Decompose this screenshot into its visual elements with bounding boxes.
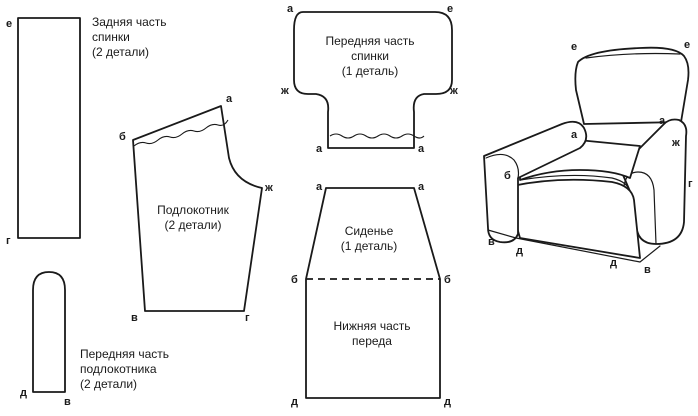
point-b-seat-right: б <box>444 274 451 286</box>
armrest-front-piece: д в Передняя часть подлокотника (2 детал… <box>20 271 169 408</box>
armrest-outline <box>132 105 263 312</box>
point-b-seat-left: б <box>291 274 298 286</box>
point-g-back-outer: г <box>6 235 11 247</box>
point-g-chair: г <box>688 178 693 190</box>
chair-left-arm-front <box>485 153 520 179</box>
armrest-front-label-3: (2 детали) <box>80 377 137 391</box>
front-back-label-3: (1 деталь) <box>342 64 399 78</box>
front-back-label-1: Передняя часть <box>325 34 414 48</box>
front-back-piece: а е ж ж а а Передняя часть спинки (1 дет… <box>280 3 458 155</box>
point-zh-armrest: ж <box>264 182 273 194</box>
back-outer-label-2: спинки <box>92 30 130 44</box>
chair-back <box>574 46 690 125</box>
chair-back-top-seam <box>585 52 681 59</box>
point-d-armrest-front: д <box>20 387 27 399</box>
point-e-chair-right: е <box>684 39 690 51</box>
point-v-chair-right: в <box>644 264 651 276</box>
armrest-piece: а б ж в г Подлокотник (2 детали) <box>119 93 273 324</box>
point-e-back-outer: е <box>6 18 12 30</box>
seat-and-front-piece: а а б б д д Сиденье (1 деталь) Нижняя ча… <box>291 181 451 408</box>
back-outer-outline <box>17 17 81 239</box>
armrest-front-label-1: Передняя часть <box>80 347 169 361</box>
armrest-gather-line <box>133 119 229 147</box>
point-d-chair-right: д <box>610 257 617 269</box>
armrest-front-label-2: подлокотника <box>80 362 157 376</box>
point-d-chair-left: д <box>516 245 523 257</box>
front-back-outline <box>293 11 453 149</box>
back-outer-label-3: (2 детали) <box>92 45 149 59</box>
armrest-label-2: (2 детали) <box>164 218 221 232</box>
chair-right-arm <box>619 118 688 245</box>
point-a-front-back-bottom-right: а <box>418 143 425 155</box>
armchair-illustration: е е а а ж б г в д д в <box>483 39 693 276</box>
chair-base-line <box>487 229 661 263</box>
seat-label-2: (1 деталь) <box>341 239 398 253</box>
point-a-chair-left: а <box>571 129 578 141</box>
point-a-seat-left: а <box>316 181 323 193</box>
point-a-front-back-bottom-left: а <box>316 143 323 155</box>
chair-seat-front-edge <box>519 174 631 193</box>
point-a-front-back-top: а <box>287 3 294 15</box>
point-b-armrest: б <box>119 131 126 143</box>
chair-right-arm-front <box>623 171 657 245</box>
point-zh-front-back-left: ж <box>280 85 289 97</box>
point-v-armrest: в <box>131 312 138 324</box>
seat-front-outline <box>305 187 441 399</box>
point-a-armrest: а <box>226 93 233 105</box>
armrest-label-1: Подлокотник <box>157 203 229 217</box>
point-zh-chair: ж <box>671 137 680 149</box>
point-zh-front-back-right: ж <box>449 85 458 97</box>
back-outer-piece: е г Задняя часть спинки (2 детали) <box>6 15 167 247</box>
point-a-seat-right: а <box>418 181 425 193</box>
point-e-front-back: е <box>447 3 453 15</box>
point-v-chair-left: в <box>488 236 495 248</box>
point-e-chair-left: е <box>571 41 577 53</box>
armrest-front-outline <box>32 271 66 393</box>
front-lower-label-2: переда <box>352 334 392 348</box>
point-g-armrest: г <box>245 312 250 324</box>
chair-seat-cushion <box>519 139 641 181</box>
front-lower-label-1: Нижняя часть <box>333 319 410 333</box>
point-b-chair: б <box>504 170 511 182</box>
point-d-seat-left: д <box>291 396 298 408</box>
front-back-label-2: спинки <box>351 49 389 63</box>
point-v-armrest-front: в <box>64 396 71 408</box>
point-a-chair-right: а <box>659 115 666 127</box>
chair-front-body <box>511 178 641 259</box>
back-outer-label-1: Задняя часть <box>92 15 167 29</box>
point-d-seat-right: д <box>444 396 451 408</box>
front-back-gather-line <box>329 133 425 139</box>
seat-label-1: Сиденье <box>345 224 394 238</box>
